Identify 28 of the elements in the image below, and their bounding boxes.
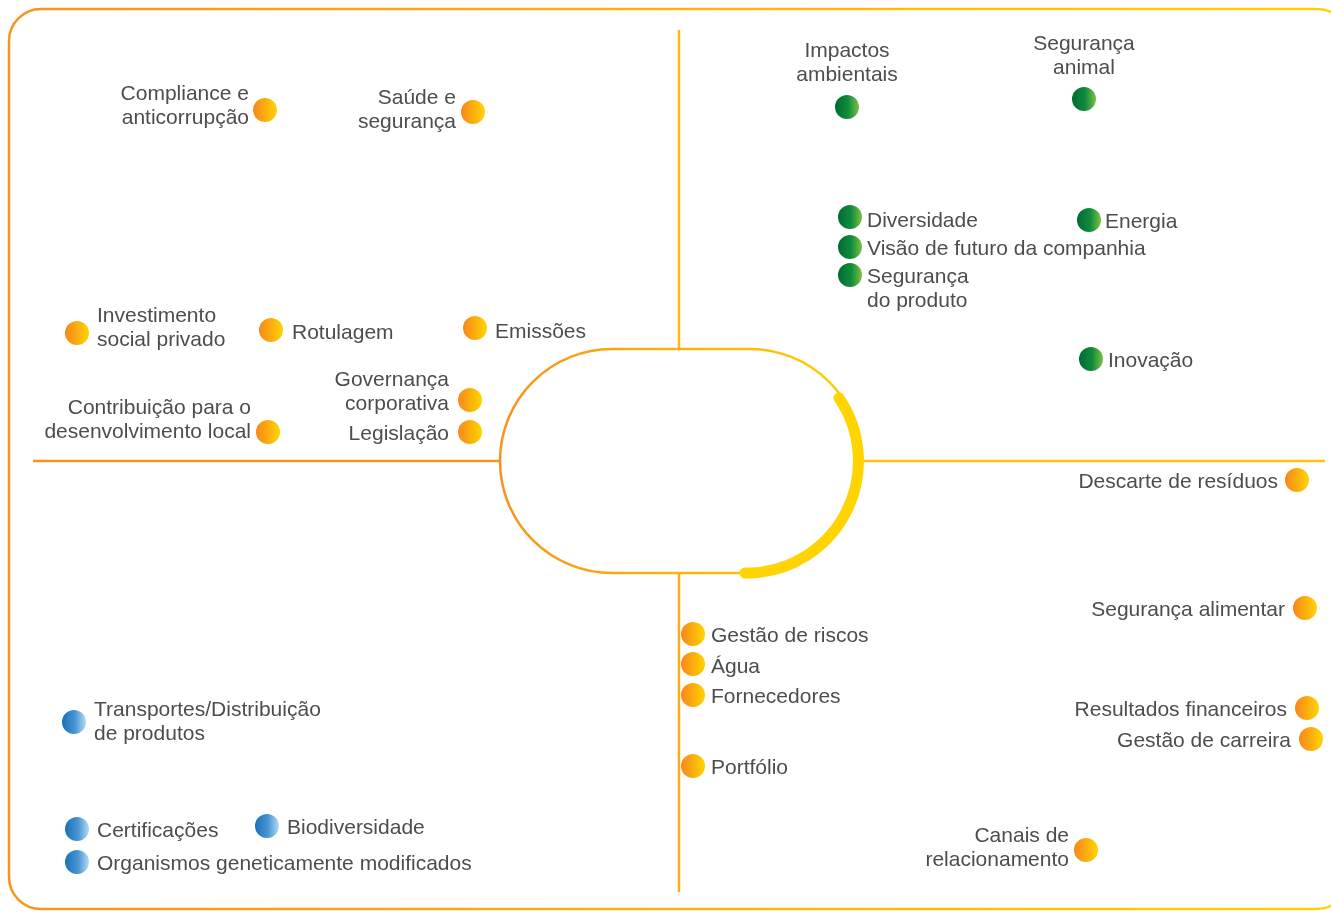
topic-label: Impactos ambientais	[795, 38, 899, 86]
topic-label: Inovação	[1108, 348, 1194, 372]
topic-label: Descarte de resíduos	[1078, 469, 1278, 493]
topic-label: Gestão de riscos	[711, 623, 869, 647]
topic-label: Organismos geneticamente modificados	[97, 851, 472, 875]
topic-label: Contribuição para o desenvolvimento local	[43, 395, 251, 443]
topic-label: Investimento social privado	[97, 303, 227, 351]
topic-label: Visão de futuro da companhia	[867, 236, 1146, 260]
topic-label: Fornecedores	[711, 684, 841, 708]
topic-label: Portfólio	[711, 755, 789, 779]
topic-label: Água	[711, 654, 761, 678]
topic-label: Segurança animal	[1032, 31, 1136, 79]
topic-label: Gestão de carreira	[1117, 728, 1291, 752]
topic-label: Diversidade	[867, 208, 978, 232]
topic-label: Saúde e segurança	[356, 85, 456, 133]
topic-label: Energia	[1105, 209, 1178, 233]
topic-label: Rotulagem	[292, 320, 394, 344]
topic-label: Governança corporativa	[333, 367, 449, 415]
topic-label: Segurança alimentar	[1091, 597, 1285, 621]
topic-label: Canais de relacionamento	[924, 823, 1069, 871]
topic-label: Segurança do produto	[867, 264, 970, 312]
topic-label: Emissões	[495, 319, 587, 343]
topic-label: Biodiversidade	[287, 815, 425, 839]
topic-label: Compliance e anticorrupção	[119, 81, 249, 129]
topic-label: Resultados financeiros	[1074, 697, 1287, 721]
topic-label: Transportes/Distribuição de produtos	[94, 697, 322, 745]
topic-label: Legislação	[348, 421, 449, 445]
topic-label: Certificações	[97, 818, 219, 842]
